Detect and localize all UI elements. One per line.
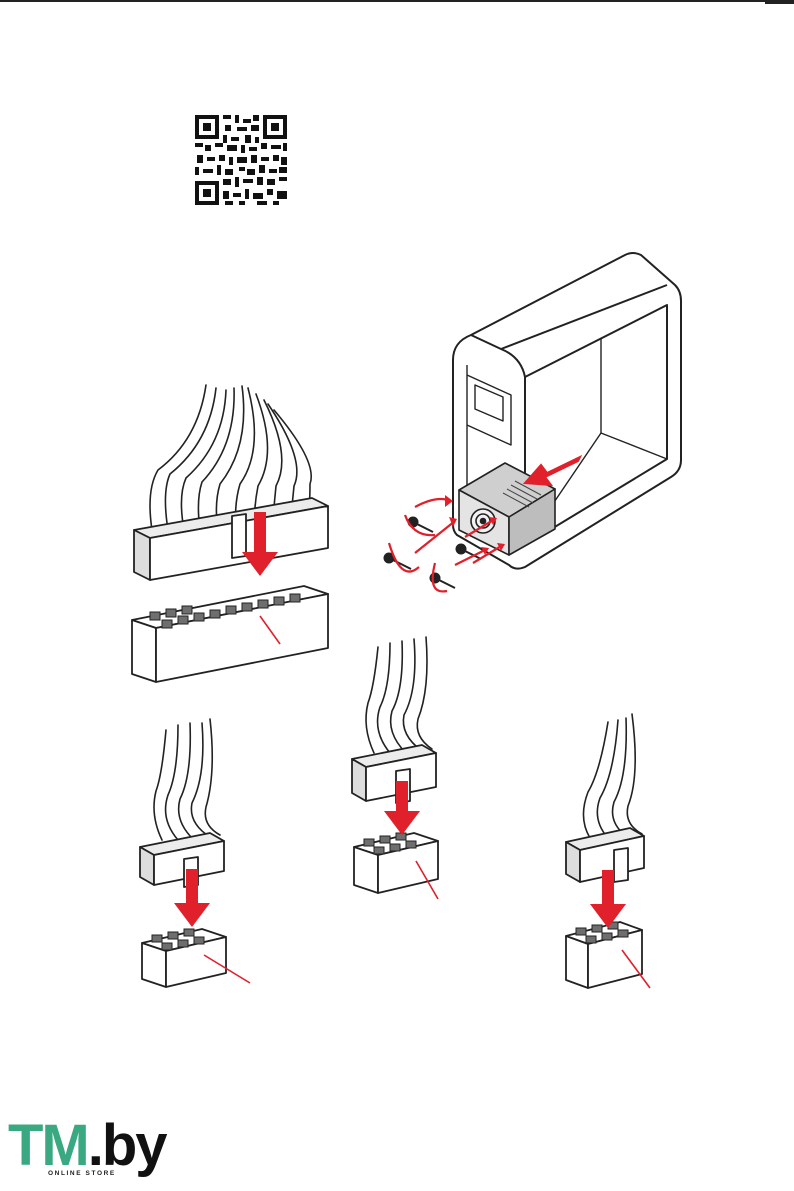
- top-rule-end: [765, 0, 794, 4]
- atx-24pin-illustration: [128, 380, 338, 685]
- tmby-logo: TM.by ONLINE STORE: [8, 1122, 158, 1182]
- pcie-8pin-illustration: [346, 635, 456, 905]
- eps-8pin-illustration: [132, 715, 262, 995]
- logo-tm: TM: [8, 1113, 88, 1178]
- qr-code-icon: [195, 115, 287, 205]
- logo-dot: .: [88, 1113, 102, 1178]
- pc-case-illustration: [375, 245, 695, 605]
- logo-subtitle: ONLINE STORE: [48, 1170, 116, 1177]
- top-rule: [0, 0, 794, 2]
- pcie-6pin-illustration: [560, 710, 670, 995]
- logo-by: by: [102, 1113, 166, 1178]
- logo-wordmark: TM.by: [8, 1116, 166, 1176]
